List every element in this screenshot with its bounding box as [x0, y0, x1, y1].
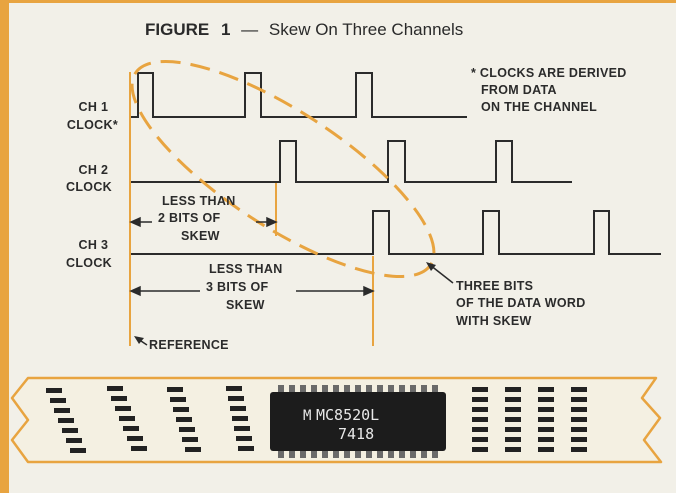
ch2-clock-waveform — [130, 140, 572, 183]
skew2-dimension-arrow — [129, 216, 278, 228]
figure-title-prefix: FIGURE — [145, 20, 209, 39]
figure-title: FIGURE 1 — Skew On Three Channels — [145, 20, 463, 39]
skew3-label: LESS THAN 3 BITS OF SKEW — [206, 262, 286, 312]
skew3-dimension-arrow — [129, 285, 375, 297]
skew2-label: LESS THAN 2 BITS OF SKEW — [158, 194, 239, 243]
ic-pins — [278, 385, 438, 458]
ch3-label: CH 3 CLOCK — [66, 238, 112, 270]
ch3-clock-waveform — [130, 210, 661, 255]
ic-chip-body — [270, 392, 446, 451]
ch2-label: CH 2 CLOCK — [66, 163, 112, 194]
figure-title-dash: — — [241, 20, 258, 39]
reference-leader-arrow — [134, 336, 148, 346]
reference-label: REFERENCE — [149, 338, 229, 352]
skewed-bit-marks — [46, 386, 254, 453]
deskewed-bit-marks — [472, 387, 587, 452]
data-word-label: THREE BITS OF THE DATA WORD WITH SKEW — [456, 279, 589, 328]
figure-title-number: 1 — [221, 20, 230, 39]
ic-logo: M — [303, 408, 311, 424]
ic-part-number: MC8520L — [316, 406, 379, 424]
ch1-clock-waveform — [130, 72, 467, 118]
figure-title-text: Skew On Three Channels — [269, 20, 463, 39]
data-word-leader-arrow — [426, 262, 454, 284]
ch1-label: CH 1 CLOCK* — [67, 100, 118, 132]
clock-derivation-note: * CLOCKS ARE DERIVED FROM DATA ON THE CH… — [471, 66, 630, 114]
ic-date-code: 7418 — [338, 425, 374, 443]
